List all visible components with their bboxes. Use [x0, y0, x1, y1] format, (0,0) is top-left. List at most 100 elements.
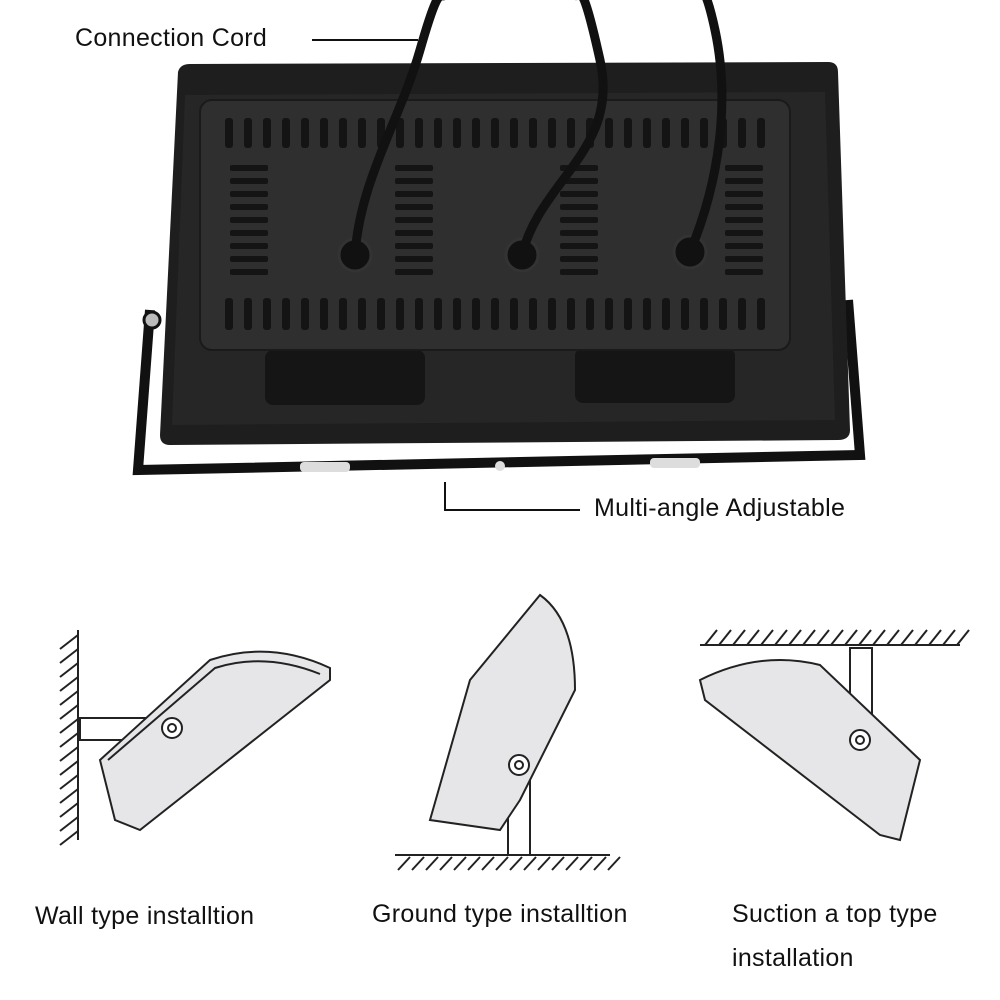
vent-slot: [434, 298, 442, 330]
vent-slot: [725, 204, 763, 210]
hatch-line: [509, 856, 523, 871]
hatch-line: [59, 746, 79, 762]
vent-slot: [560, 230, 598, 236]
hatch-line: [59, 690, 79, 706]
vent-slot: [230, 217, 268, 223]
hatch-line: [900, 629, 914, 646]
wall-type-label: Wall type installtion: [35, 902, 255, 930]
vent-slot: [396, 298, 404, 330]
vent-slot: [560, 191, 598, 197]
vent-slot: [567, 118, 575, 148]
vent-slot: [757, 118, 765, 148]
connection-cords: [350, 0, 727, 260]
hatch-line: [59, 816, 79, 832]
vent-slot: [358, 118, 366, 148]
hatch-line: [59, 704, 79, 720]
vent-slot: [230, 204, 268, 210]
vent-slot: [700, 298, 708, 330]
ceiling-type-diagram: [698, 629, 970, 842]
vent-slot: [263, 298, 271, 330]
vent-slot: [434, 118, 442, 148]
hatch-line: [453, 856, 467, 871]
multi-angle-label: Multi-angle Adjustable: [594, 494, 846, 522]
vent-slot: [725, 269, 763, 275]
vent-slot: [472, 298, 480, 330]
vent-slot: [725, 243, 763, 249]
vent-slot: [395, 191, 433, 197]
hatch-line: [59, 648, 79, 664]
vent-slot: [560, 204, 598, 210]
vent-slot: [415, 298, 423, 330]
vent-slot: [605, 118, 613, 148]
vent-slot: [282, 298, 290, 330]
vent-slot: [230, 191, 268, 197]
vent-slot: [529, 298, 537, 330]
vent-slot: [453, 298, 461, 330]
hatch-line: [914, 629, 928, 646]
hatch-line: [523, 856, 537, 871]
vent-slot: [725, 217, 763, 223]
hatch-line: [928, 629, 942, 646]
hatch-line: [411, 856, 425, 871]
vent-slot: [395, 165, 433, 171]
ground-type-label: Ground type installtion: [372, 900, 628, 928]
vent-slot: [560, 217, 598, 223]
vent-slot: [244, 298, 252, 330]
hatch-line: [718, 629, 732, 646]
hatch-line: [760, 629, 774, 646]
wall-type-diagram: [59, 630, 331, 846]
hatch-line: [942, 629, 956, 646]
vent-slot: [700, 118, 708, 148]
vent-slot: [738, 118, 746, 148]
vent-slot: [757, 298, 765, 330]
vent-slot: [725, 230, 763, 236]
hatch-line: [886, 629, 900, 646]
vent-slot: [301, 298, 309, 330]
vent-slot: [725, 165, 763, 171]
hatch-line: [59, 788, 79, 804]
vent-slot: [681, 298, 689, 330]
vent-slot: [548, 298, 556, 330]
hatch-line: [746, 629, 760, 646]
vent-slot: [560, 256, 598, 262]
vent-slot: [377, 298, 385, 330]
vent-slot: [624, 118, 632, 148]
heat-sink-plate: [199, 99, 791, 351]
hatch-line: [397, 856, 411, 871]
hatch-line: [59, 732, 79, 748]
hatch-line: [872, 629, 886, 646]
vent-slot: [282, 118, 290, 148]
hatch-line: [956, 629, 970, 646]
vent-slot: [395, 243, 433, 249]
vent-slot: [725, 256, 763, 262]
connection-cord-label: Connection Cord: [75, 24, 268, 52]
hatch-line: [607, 856, 621, 871]
vent-slot: [320, 298, 328, 330]
vent-slot: [263, 118, 271, 148]
hatch-line: [495, 856, 509, 871]
vent-slot: [662, 118, 670, 148]
vent-slot: [395, 230, 433, 236]
hatch-line: [439, 856, 453, 871]
vent-slot: [395, 217, 433, 223]
hatch-line: [59, 676, 79, 692]
vent-slot: [681, 118, 689, 148]
ground-type-diagram: [395, 593, 621, 871]
vent-slot: [339, 298, 347, 330]
vent-slot: [395, 269, 433, 275]
vent-slot: [560, 243, 598, 249]
vent-slot: [230, 243, 268, 249]
vent-slot: [339, 118, 347, 148]
vent-slot: [395, 204, 433, 210]
vent-slot: [560, 269, 598, 275]
vent-slot: [548, 118, 556, 148]
hatch-line: [59, 802, 79, 818]
vent-slot: [491, 118, 499, 148]
vent-slot: [605, 298, 613, 330]
vent-slot: [738, 298, 746, 330]
vent-slot: [230, 178, 268, 184]
vent-slot: [301, 118, 309, 148]
hatch-line: [830, 629, 844, 646]
hatch-line: [425, 856, 439, 871]
